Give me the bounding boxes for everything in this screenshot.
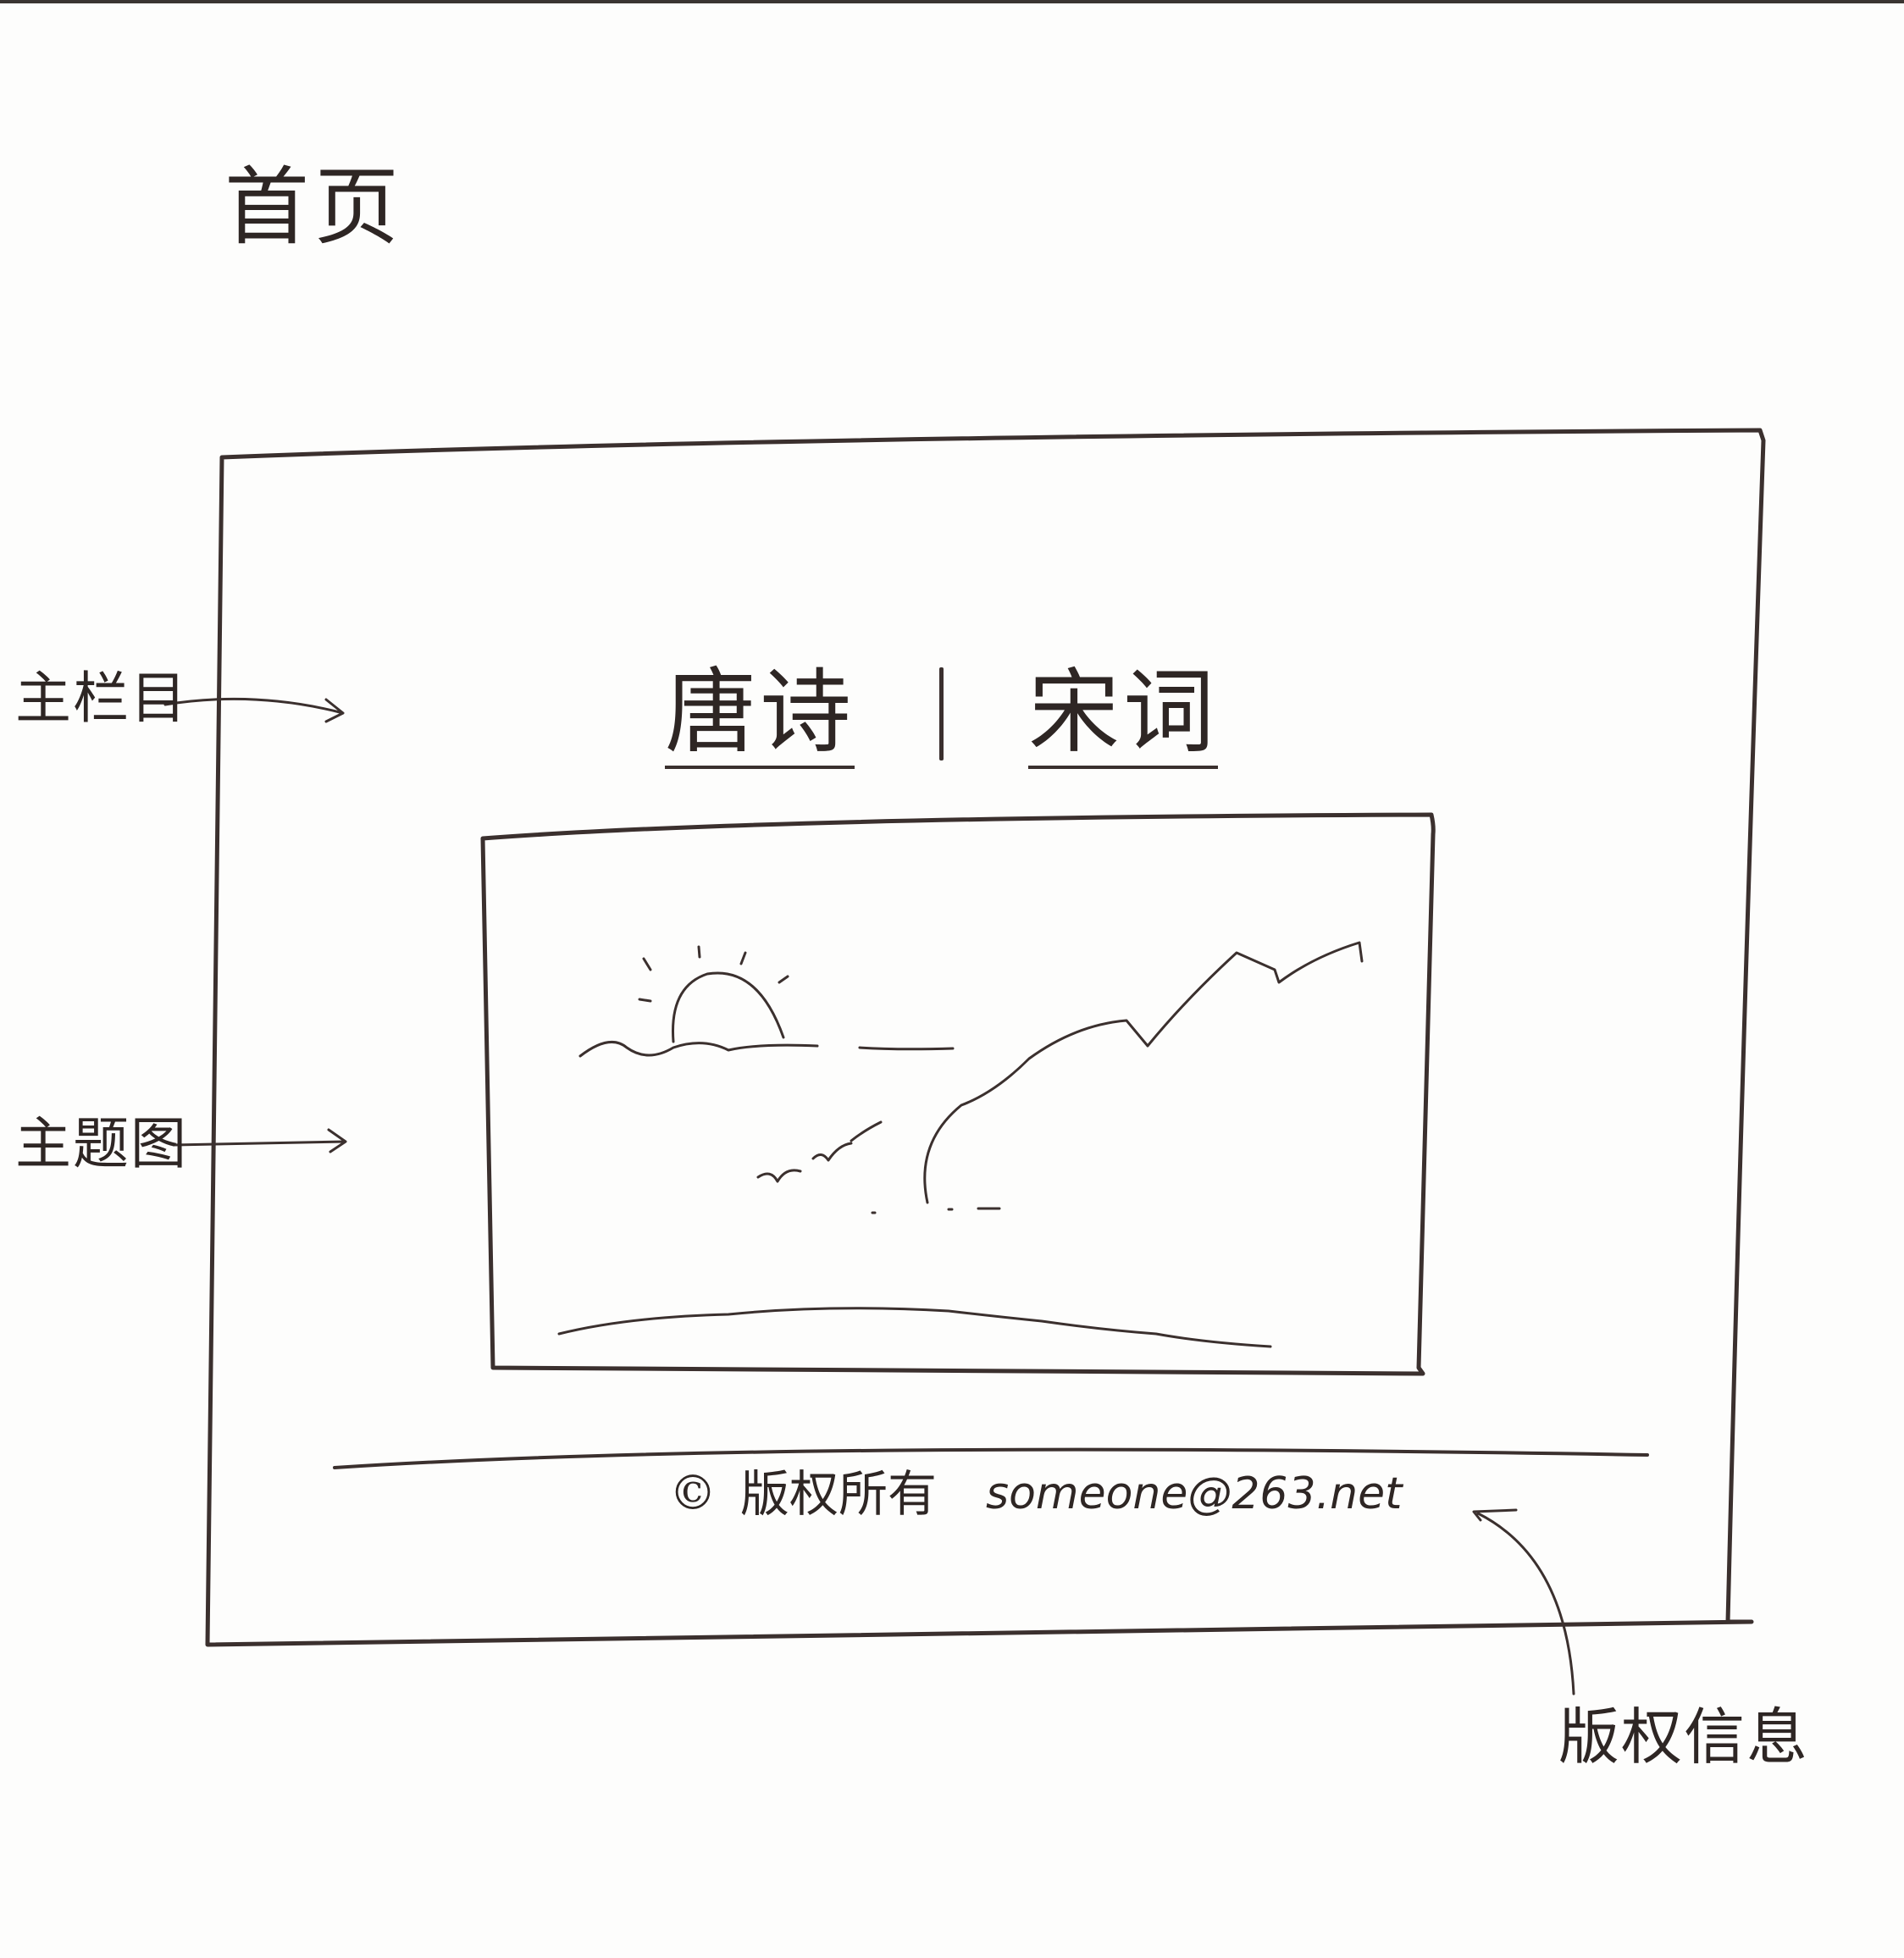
footer-divider [333, 1447, 1649, 1469]
nav-separator [939, 667, 944, 761]
landscape-image-icon [557, 941, 1364, 1348]
page-title: 首页 [224, 158, 404, 257]
page-frame [205, 428, 1766, 1647]
arrow-banner [172, 1128, 347, 1153]
nav-item-song-ci[interactable]: 宋词 [1028, 667, 1219, 769]
copyright-icon: © [669, 1466, 717, 1521]
nav-item-tang-poetry[interactable]: 唐诗 [665, 667, 855, 769]
arrow-nav [163, 697, 345, 723]
annotation-banner: 主题图 [15, 1111, 188, 1176]
copyright-label: 版权所有 [740, 1465, 938, 1523]
annotation-main-nav: 主栏目 [15, 666, 188, 731]
paper-top-edge [0, 0, 1904, 3]
banner-frame [480, 812, 1436, 1376]
main-nav: 唐诗 宋词 [665, 667, 1219, 769]
copyright-footer: © 版权所有 someone@263.net [669, 1469, 1402, 1518]
arrow-copyright [1472, 1508, 1575, 1695]
contact-email-link[interactable]: someone@263.net [986, 1468, 1403, 1519]
annotation-copyright: 版权信息 [1558, 1701, 1810, 1773]
